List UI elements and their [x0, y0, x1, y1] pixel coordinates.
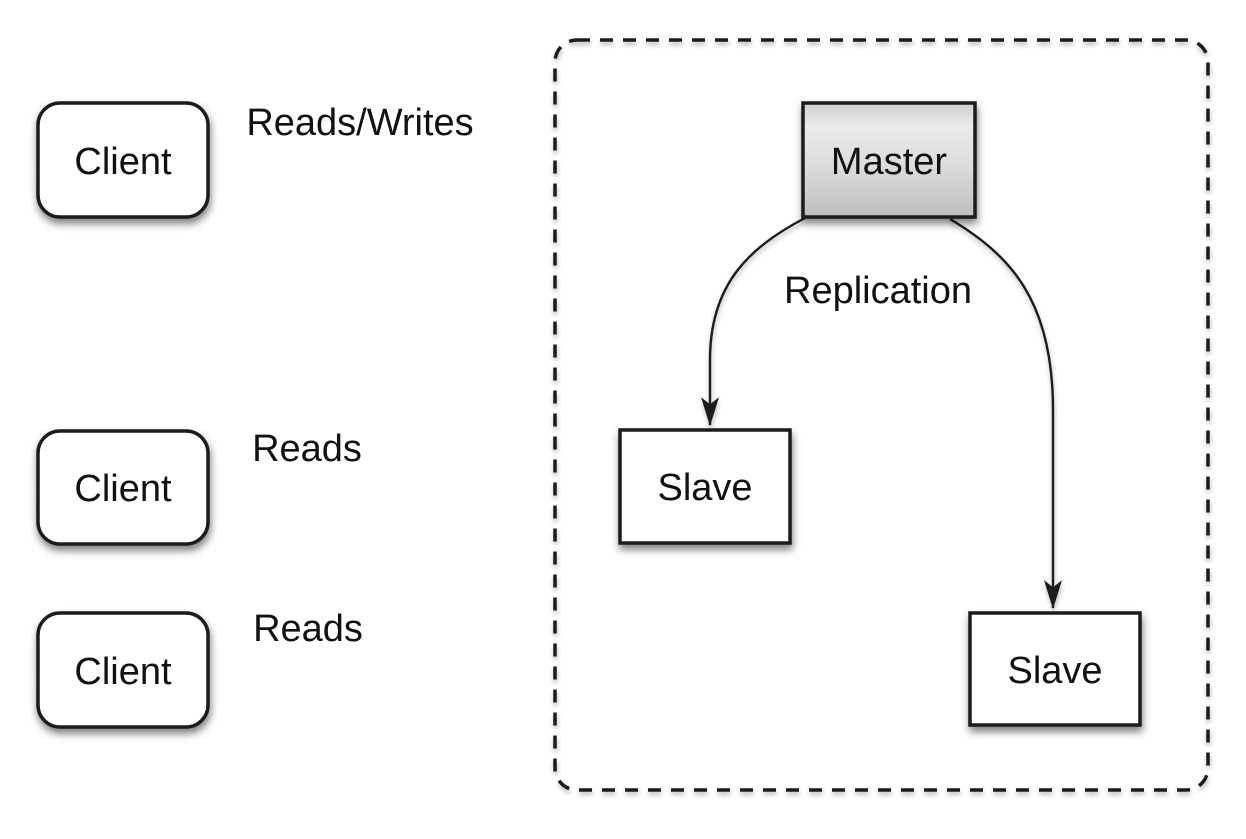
edges: [208, 149, 1062, 677]
slave-node-left: [618, 428, 792, 545]
replication-curve-right: [949, 217, 1062, 609]
replication-curve-left: [701, 216, 806, 426]
client-node-top: [36, 101, 210, 219]
client-middle-label: Client: [74, 468, 172, 510]
cluster-boundary-dashed-box: [553, 38, 1210, 792]
master-node: [801, 101, 977, 219]
client-node-bottom: [36, 611, 210, 729]
slave-node-right: [968, 611, 1142, 727]
edge-labels: Reads/Writes Reads Reads Replication: [246, 102, 972, 650]
client-bottom-label: Client: [74, 651, 172, 693]
client-node-middle: [36, 429, 210, 546]
slave-right-label: Slave: [1007, 650, 1102, 692]
client-top-label: Client: [74, 141, 172, 183]
master-label: Master: [831, 141, 947, 183]
replication-edge-label: Replication: [784, 270, 972, 312]
nodes: [36, 101, 1142, 729]
reads-writes-edge-label: Reads/Writes: [246, 102, 473, 144]
slave-left-label: Slave: [657, 467, 752, 509]
reads-middle-edge-label: Reads: [252, 428, 362, 470]
reads-bottom-edge-label: Reads: [253, 608, 363, 650]
node-labels: Client Client Client Master Slave Slave: [74, 141, 1102, 693]
